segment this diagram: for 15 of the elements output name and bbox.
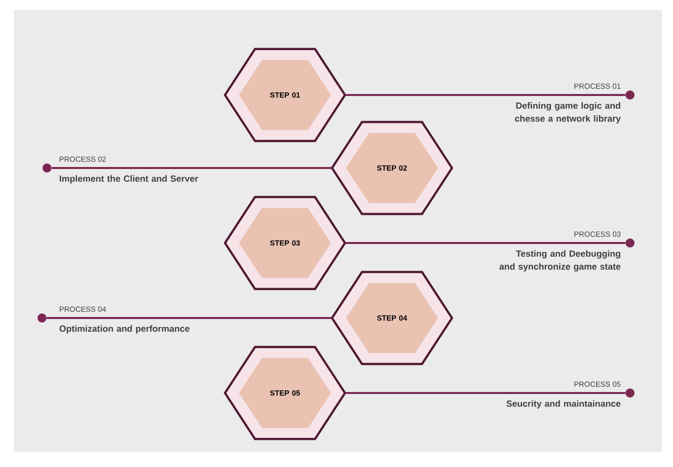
connector-line <box>52 167 332 169</box>
process-description: Optimization and performance <box>60 325 190 334</box>
end-dot <box>38 314 46 322</box>
process-description: Testing and Deebugging and synchronize game state <box>500 250 620 272</box>
process-description: Seucrity and maintainance <box>506 400 620 409</box>
connector-line <box>345 94 626 96</box>
process-description: Implement the Client and Server <box>60 175 198 184</box>
end-dot <box>42 164 52 172</box>
end-dot <box>626 238 634 248</box>
end-dot <box>626 388 634 398</box>
connector-line <box>345 242 626 244</box>
connector-line <box>345 392 626 394</box>
end-dot <box>626 90 634 100</box>
process-description: Defining game logic and chesse a network library <box>515 102 621 124</box>
connector-line <box>46 317 332 319</box>
